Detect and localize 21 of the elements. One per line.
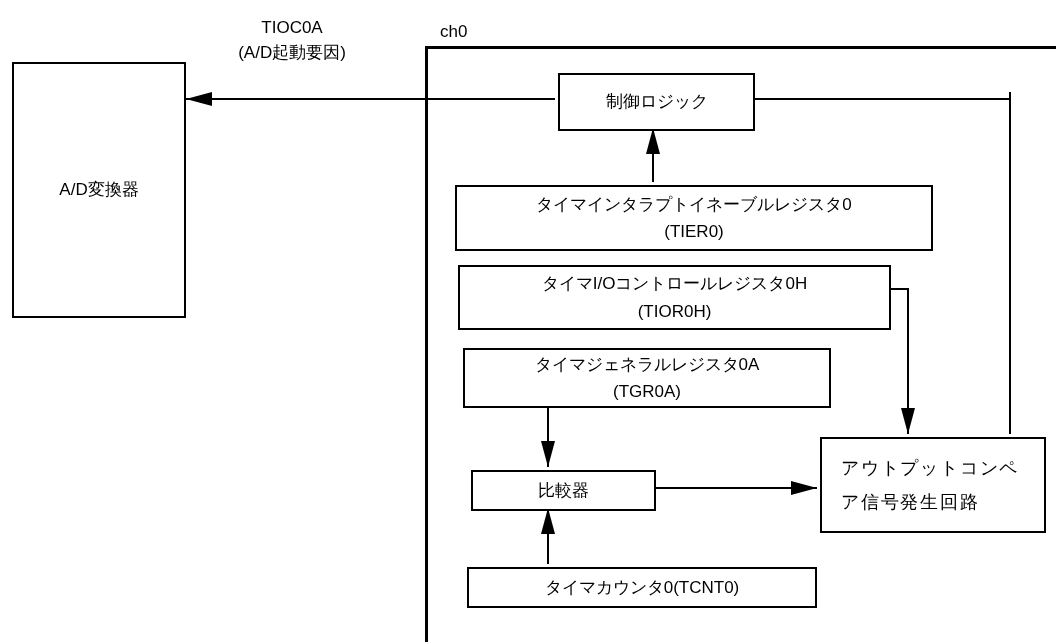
block-label: アウトプットコンペア信号発生回路 (841, 456, 1021, 514)
block-box (820, 437, 1046, 533)
block-label: (TGR0A) (613, 381, 681, 403)
block-box (467, 567, 817, 608)
block-label: 制御ロジック (605, 91, 708, 114)
block-label: (TIER0) (664, 221, 724, 243)
block-box (471, 470, 656, 511)
block-label: タイマカウンタ0(TCNT0) (544, 576, 740, 599)
connector-arrow (185, 92, 556, 106)
block-box (458, 265, 891, 330)
block-box (558, 73, 755, 131)
block-box (463, 348, 831, 408)
block-label: タイマインタラプトイネーブルレジスタ0 (536, 193, 852, 216)
block-label: 比較器 (538, 479, 589, 502)
channel-heading: ch0 (440, 21, 468, 43)
block-label: A/D変換器 (59, 179, 139, 202)
block-label: (TIOR0H) (637, 300, 712, 323)
block-label: タイマジェネラルレジスタ0A (534, 353, 760, 376)
block-box (12, 62, 186, 318)
block-box (455, 185, 933, 251)
block-label: タイマI/Oコントロールレジスタ0H (541, 273, 808, 296)
